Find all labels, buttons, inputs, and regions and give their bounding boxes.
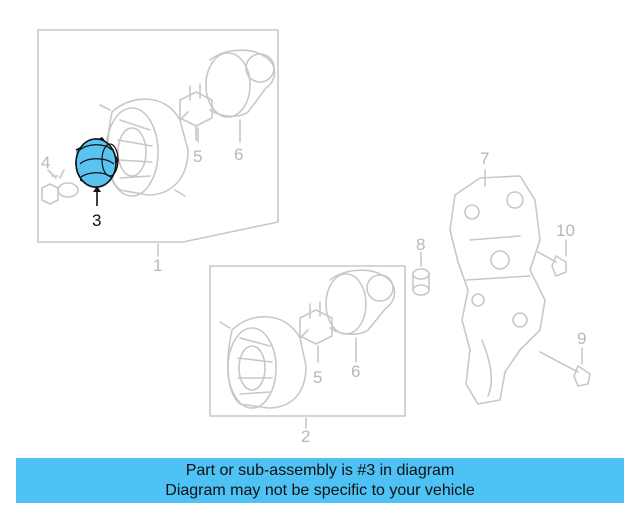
part-5-top-bracket (179, 83, 213, 141)
banner-line-2: Diagram may not be specific to your vehi… (165, 481, 475, 499)
part-7-mounting-bracket (449, 175, 546, 405)
banner-line-1: Part or sub-assembly is #3 in diagram (185, 461, 455, 479)
callout-9[interactable]: 9 (577, 329, 586, 348)
callout-5-bottom[interactable]: 5 (313, 368, 322, 387)
group-1-frame (37, 29, 279, 243)
callout-7[interactable]: 7 (480, 149, 489, 168)
alternator-top (99, 98, 189, 197)
part-6-top-cover (205, 49, 276, 118)
callout-1[interactable]: 1 (153, 256, 162, 275)
callout-6-bottom[interactable]: 6 (351, 362, 360, 381)
part-10-bolt (537, 251, 567, 277)
info-banner: Part or sub-assembly is #3 in diagram Di… (16, 458, 624, 503)
group-2-frame (209, 265, 406, 417)
callout-8[interactable]: 8 (416, 235, 425, 254)
callout-3[interactable]: 3 (92, 211, 101, 230)
part-6-bottom-cover (325, 269, 396, 336)
part-8-sleeve (412, 268, 430, 296)
part-5-bottom-bracket (299, 301, 333, 345)
callout-5-top[interactable]: 5 (193, 147, 202, 166)
part-4-nut-washer (41, 169, 79, 205)
callout-2[interactable]: 2 (301, 427, 310, 446)
leader-3-arrowhead (93, 186, 101, 192)
callout-10[interactable]: 10 (556, 221, 575, 240)
callout-4[interactable]: 4 (41, 153, 50, 172)
part-3-pulley-highlighted[interactable] (75, 137, 119, 188)
alternator-bottom (219, 315, 309, 409)
callout-6-top[interactable]: 6 (234, 145, 243, 164)
part-9-bolt (539, 351, 591, 387)
